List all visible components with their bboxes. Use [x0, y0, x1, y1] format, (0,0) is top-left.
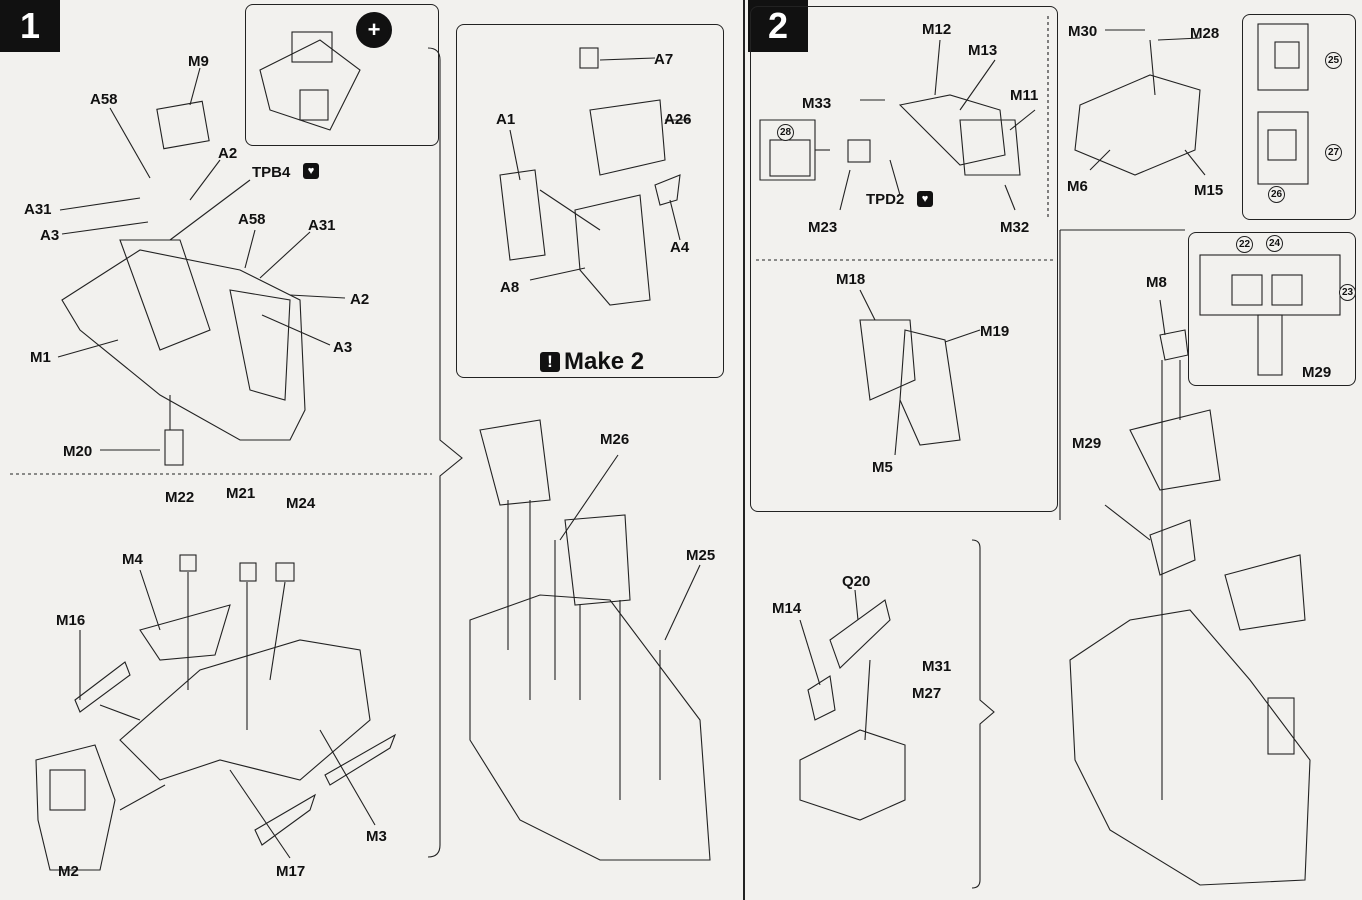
part-label: M26	[600, 431, 630, 448]
part-label: A3	[333, 339, 353, 356]
step2-subassembly-panel	[750, 6, 1058, 512]
part-label: A1	[496, 111, 516, 128]
make-note-text: Make 2	[564, 348, 645, 375]
part-label: A58	[238, 211, 266, 228]
part-label: M20	[63, 443, 93, 460]
part-label: M31	[922, 658, 952, 675]
part-label: M13	[968, 42, 998, 59]
callout-number: 22	[1236, 236, 1253, 253]
part-label: M11	[1010, 87, 1039, 104]
part-label: M16	[56, 612, 86, 629]
part-label: M17	[276, 863, 306, 880]
step-1-badge: 1	[0, 0, 60, 52]
part-label: M5	[872, 459, 893, 476]
part-label: A26	[664, 111, 692, 128]
part-label: M18	[836, 271, 866, 288]
part-label: M32	[1000, 219, 1030, 236]
part-label: M21	[226, 485, 256, 502]
step2-panel-detail	[1242, 14, 1356, 220]
callout-number: 25	[1325, 52, 1342, 69]
part-label: M29	[1302, 364, 1332, 381]
part-label: A31	[24, 201, 52, 218]
part-label: A3	[40, 227, 60, 244]
part-label: M8	[1146, 274, 1167, 291]
part-label: M22	[165, 489, 195, 506]
part-label: M29	[1072, 435, 1102, 452]
zoom-detail-panel	[245, 4, 439, 146]
callout-number: 28	[777, 124, 794, 141]
part-label: M14	[772, 600, 802, 617]
part-label: A58	[90, 91, 118, 108]
part-label: Q20	[842, 573, 871, 590]
part-label: A2	[350, 291, 370, 308]
part-label: M9	[188, 53, 209, 70]
make-two-note: ! Make 2	[540, 348, 644, 376]
part-label: A2	[218, 145, 238, 162]
part-label: TPD2	[866, 191, 905, 208]
part-label: A4	[670, 239, 690, 256]
seat-subassembly-panel	[456, 24, 724, 378]
step-2-badge: 2	[748, 0, 808, 52]
part-label: M33	[802, 95, 832, 112]
part-label: M24	[286, 495, 316, 512]
part-label: M23	[808, 219, 838, 236]
part-label: M6	[1067, 178, 1088, 195]
step2-dash-detail	[1188, 232, 1356, 386]
callout-number: 26	[1268, 186, 1285, 203]
part-label: M3	[366, 828, 387, 845]
part-label: M30	[1068, 23, 1098, 40]
part-label: M25	[686, 547, 716, 564]
part-label: M12	[922, 21, 952, 38]
magnify-plus-icon: +	[356, 12, 392, 48]
part-label: A7	[654, 51, 674, 68]
broken-heart-icon: ♥	[303, 163, 319, 179]
part-label: M27	[912, 685, 942, 702]
callout-number: 24	[1266, 235, 1283, 252]
part-label: TPB4	[252, 164, 291, 181]
callout-number: 23	[1339, 284, 1356, 301]
exclamation-icon: !	[540, 352, 560, 372]
broken-heart-icon: ♥	[917, 191, 933, 207]
callout-number: 27	[1325, 144, 1342, 161]
part-label: M1	[30, 349, 51, 366]
part-label: M2	[58, 863, 79, 880]
part-label: M19	[980, 323, 1010, 340]
part-label: M28	[1190, 25, 1220, 42]
part-label: M4	[122, 551, 143, 568]
part-label: M15	[1194, 182, 1224, 199]
part-label: A8	[500, 279, 520, 296]
part-label: A31	[308, 217, 336, 234]
